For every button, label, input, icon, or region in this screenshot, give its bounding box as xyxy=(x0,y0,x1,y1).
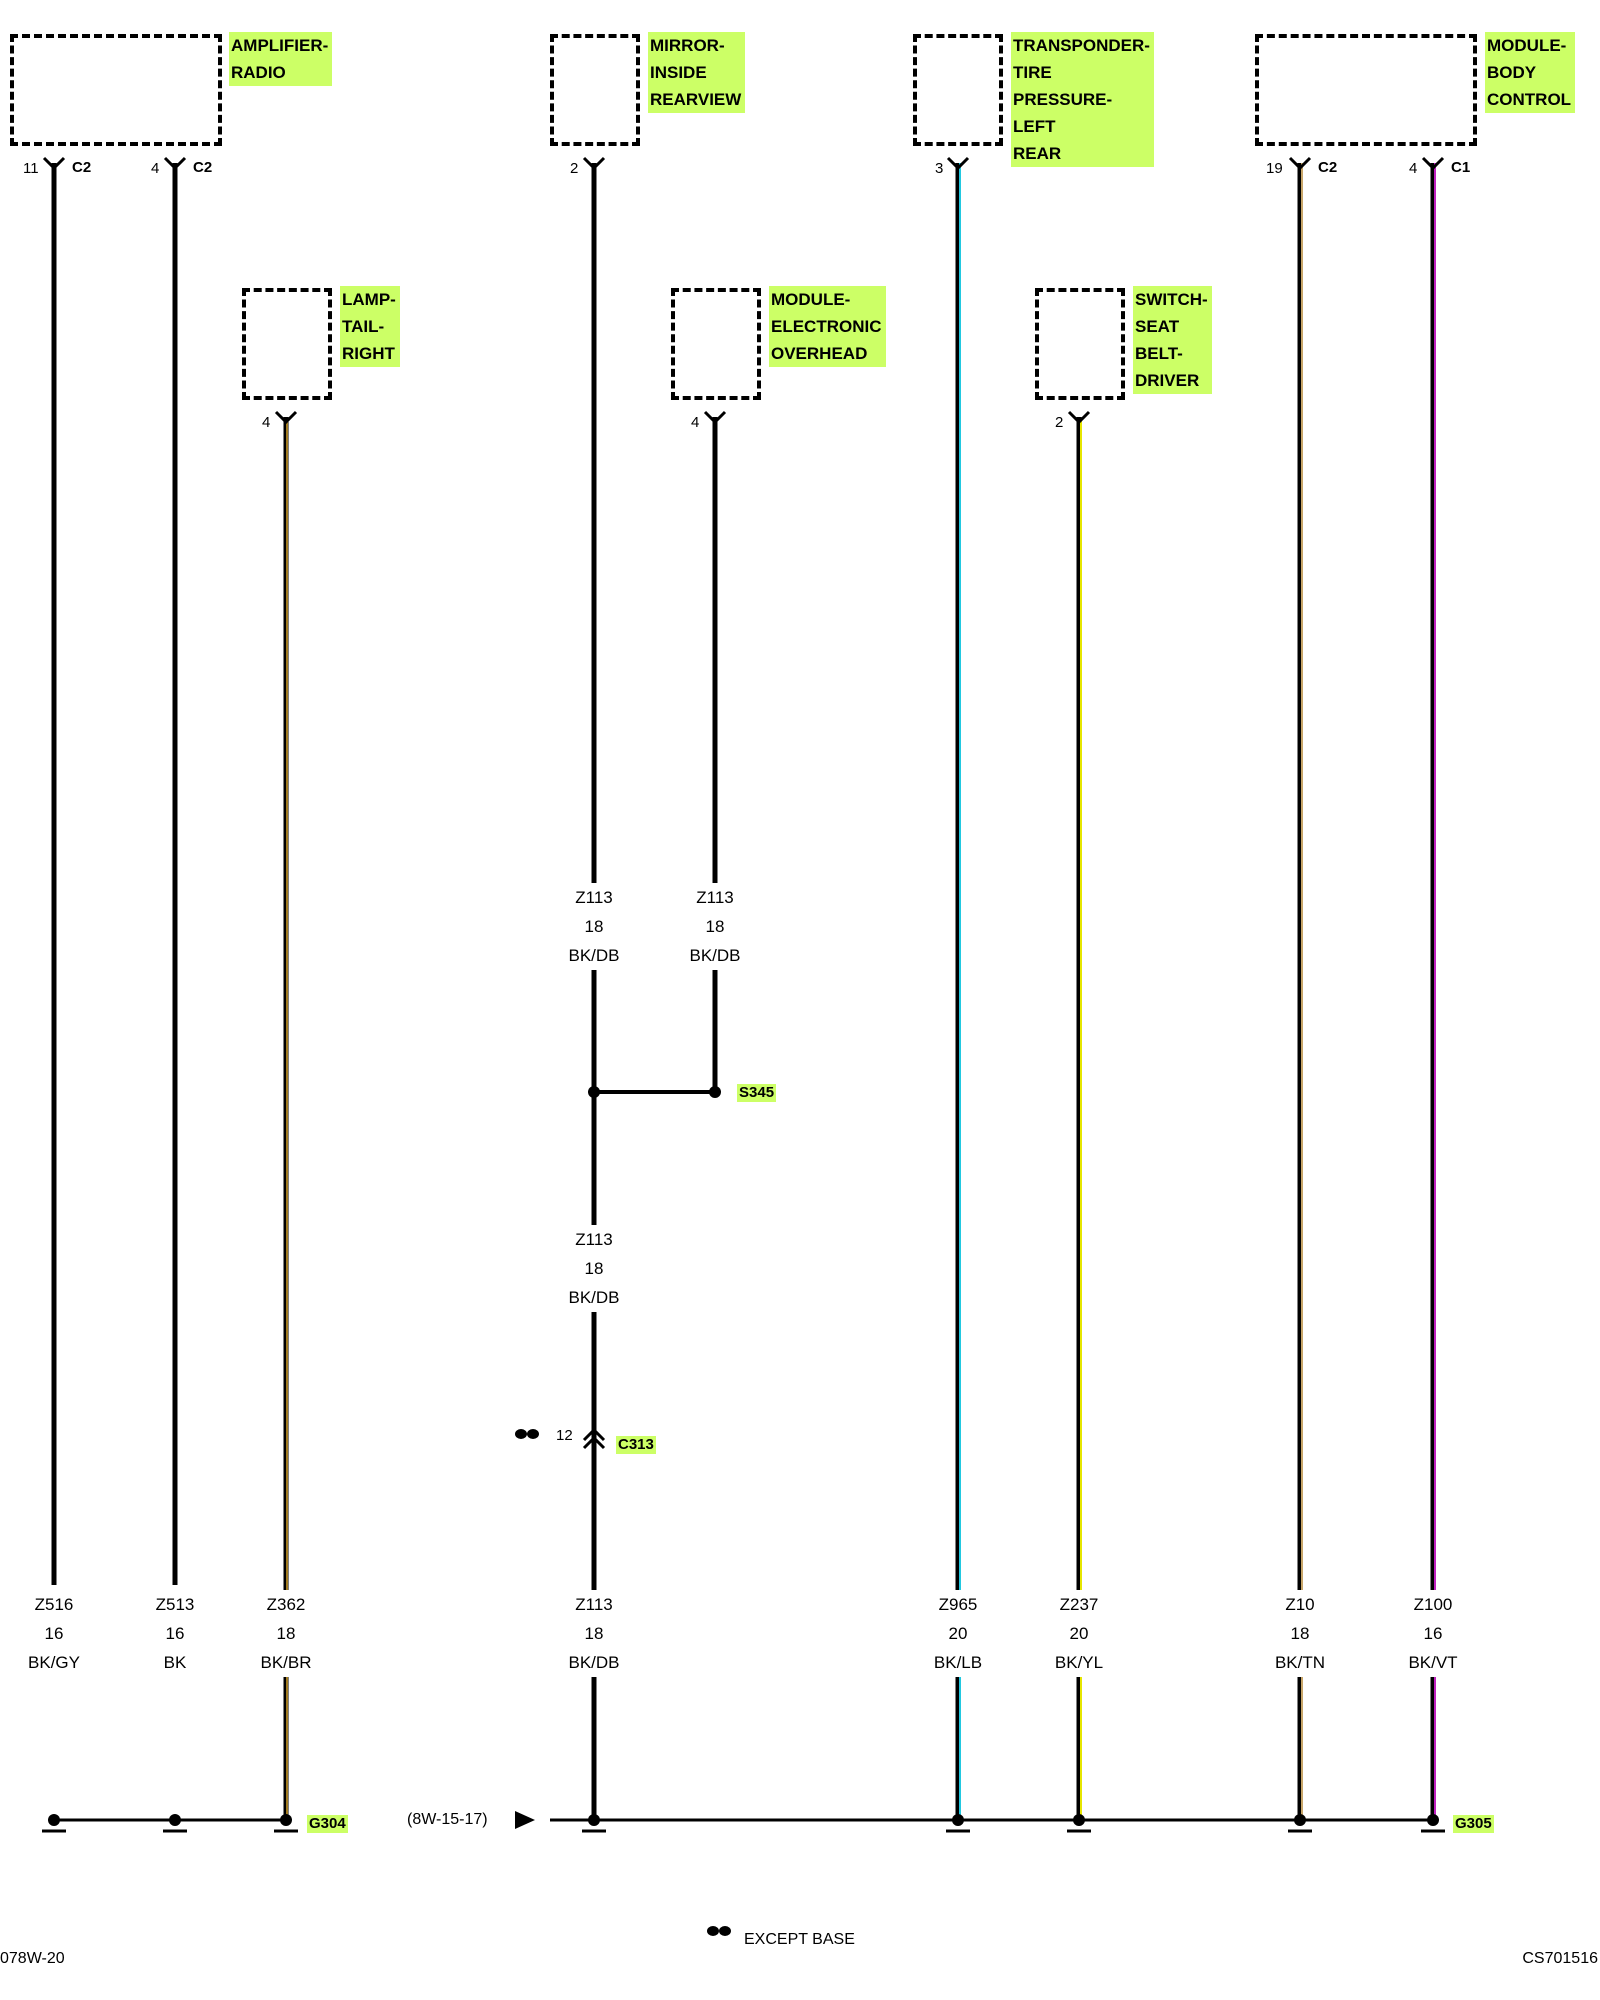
circuit-id: Z516 xyxy=(34,1595,74,1614)
footer-left-code: 078W-20 xyxy=(0,1950,65,1967)
double-dot-icon xyxy=(515,1429,539,1439)
pin-number: 4 xyxy=(151,160,160,177)
transponder-tire-pressure-label: TRANSPONDER- TIRE PRESSURE- LEFT REAR xyxy=(1011,32,1154,167)
wire-gauge: 20 xyxy=(1069,1624,1089,1643)
wire-color: BK/LB xyxy=(933,1653,983,1672)
module-electronic-overhead-box xyxy=(671,288,761,400)
wire-label-z362: Z362 18 BK/BR xyxy=(241,1590,331,1677)
wire-gauge: 18 xyxy=(705,917,725,936)
wire-label-z113-mid: Z113 18 BK/DB xyxy=(549,1225,639,1312)
wire-gauge: 16 xyxy=(44,1624,64,1643)
module-electronic-overhead-label: MODULE- ELECTRONIC OVERHEAD xyxy=(769,286,886,367)
circuit-id: Z362 xyxy=(266,1595,306,1614)
amplifier-radio-label: AMPLIFIER- RADIO xyxy=(229,32,333,86)
pin-symbol xyxy=(274,410,298,425)
circuit-id: Z513 xyxy=(155,1595,195,1614)
wire-color: BK/VT xyxy=(1408,1653,1458,1672)
footer-right-code: CS701516 xyxy=(1522,1950,1598,1967)
wire-color: BK/BR xyxy=(260,1653,312,1672)
wire-color: BK/DB xyxy=(568,1653,620,1672)
pin-symbol xyxy=(946,156,970,171)
wire-gauge: 16 xyxy=(165,1624,185,1643)
connector-id: C2 xyxy=(1318,159,1338,176)
switch-seat-belt-box xyxy=(1035,288,1125,400)
circuit-id: Z10 xyxy=(1285,1595,1315,1614)
pin-symbol xyxy=(42,156,66,171)
wire-color: BK/DB xyxy=(568,946,620,965)
wire-gauge: 18 xyxy=(276,1624,296,1643)
legend-except-base: EXCEPT BASE xyxy=(744,1931,855,1948)
page-reference[interactable]: (8W-15-17) xyxy=(407,1811,488,1828)
c313-label: C313 xyxy=(616,1436,656,1454)
transponder-tire-pressure-box xyxy=(913,34,1003,146)
pin-symbol xyxy=(1067,410,1091,425)
connector-id: C2 xyxy=(193,159,213,176)
mirror-inside-rearview-box xyxy=(550,34,640,146)
pin-number: 4 xyxy=(1409,160,1418,177)
wire-label-z113-mirror: Z113 18 BK/DB xyxy=(549,883,639,970)
circuit-id: Z113 xyxy=(575,1230,613,1249)
switch-seat-belt-label: SWITCH- SEAT BELT- DRIVER xyxy=(1133,286,1212,394)
wire-gauge: 20 xyxy=(948,1624,968,1643)
pin-number: 19 xyxy=(1266,160,1283,177)
reference-arrow-icon xyxy=(515,1811,535,1829)
circuit-id: Z100 xyxy=(1413,1595,1453,1614)
splice-s345-label: S345 xyxy=(737,1084,777,1102)
wire-color: BK/YL xyxy=(1054,1653,1104,1672)
circuit-id: Z113 xyxy=(696,888,734,907)
connector-id: C2 xyxy=(72,159,92,176)
circuit-id: Z113 xyxy=(575,888,613,907)
pin-symbol xyxy=(163,156,187,171)
lamp-tail-right-box xyxy=(242,288,332,400)
c313-connector-symbol xyxy=(582,1427,606,1450)
pin-number: 11 xyxy=(23,160,39,177)
wire-label-z113-overhead: Z113 18 BK/DB xyxy=(670,883,760,970)
wire-color: BK/TN xyxy=(1274,1653,1326,1672)
pin-number: 3 xyxy=(935,160,944,177)
circuit-id: Z965 xyxy=(938,1595,978,1614)
connector-id: C1 xyxy=(1451,159,1471,176)
wire-gauge: 18 xyxy=(1290,1624,1310,1643)
circuit-id: Z113 xyxy=(575,1595,613,1614)
pin-number: 4 xyxy=(691,414,700,431)
pin-symbol xyxy=(703,410,727,425)
wire-label-z10: Z10 18 BK/TN xyxy=(1255,1590,1345,1677)
pin-number: 2 xyxy=(1055,414,1064,431)
wire-label-z237: Z237 20 BK/YL xyxy=(1034,1590,1124,1677)
pin-symbol xyxy=(1288,156,1312,171)
c313-pin-number: 12 xyxy=(556,1427,573,1444)
wire-gauge: 18 xyxy=(584,917,604,936)
wire-label-z513: Z513 16 BK xyxy=(130,1590,220,1677)
circuit-id: Z237 xyxy=(1059,1595,1099,1614)
mirror-inside-rearview-label: MIRROR- INSIDE REARVIEW xyxy=(648,32,746,113)
wire-label-z516: Z516 16 BK/GY xyxy=(9,1590,99,1677)
lamp-tail-right-label: LAMP- TAIL- RIGHT xyxy=(340,286,400,367)
wire-label-z965: Z965 20 BK/LB xyxy=(913,1590,1003,1677)
pin-number: 2 xyxy=(570,160,579,177)
ground-g304-label: G304 xyxy=(307,1815,348,1833)
double-dot-icon xyxy=(707,1926,731,1936)
pin-number: 4 xyxy=(262,414,271,431)
module-body-control-label: MODULE- BODY CONTROL xyxy=(1485,32,1576,113)
splice-s345-graphic xyxy=(588,1086,721,1098)
wire-gauge: 18 xyxy=(584,1259,604,1278)
pin-symbol xyxy=(1421,156,1445,171)
wire-color: BK/DB xyxy=(689,946,741,965)
wire-gauge: 18 xyxy=(584,1624,604,1643)
wire-color: BK/GY xyxy=(28,1653,80,1672)
pin-symbol xyxy=(582,156,606,171)
wire-color: BK/DB xyxy=(568,1288,620,1307)
ground-g305-label: G305 xyxy=(1453,1815,1494,1833)
amplifier-radio-box xyxy=(10,34,222,146)
wire-gauge: 16 xyxy=(1423,1624,1443,1643)
wire-label-z113-low: Z113 18 BK/DB xyxy=(549,1590,639,1677)
wire-label-z100: Z100 16 BK/VT xyxy=(1388,1590,1478,1677)
module-body-control-box xyxy=(1255,34,1477,146)
wire-color: BK xyxy=(163,1653,187,1672)
